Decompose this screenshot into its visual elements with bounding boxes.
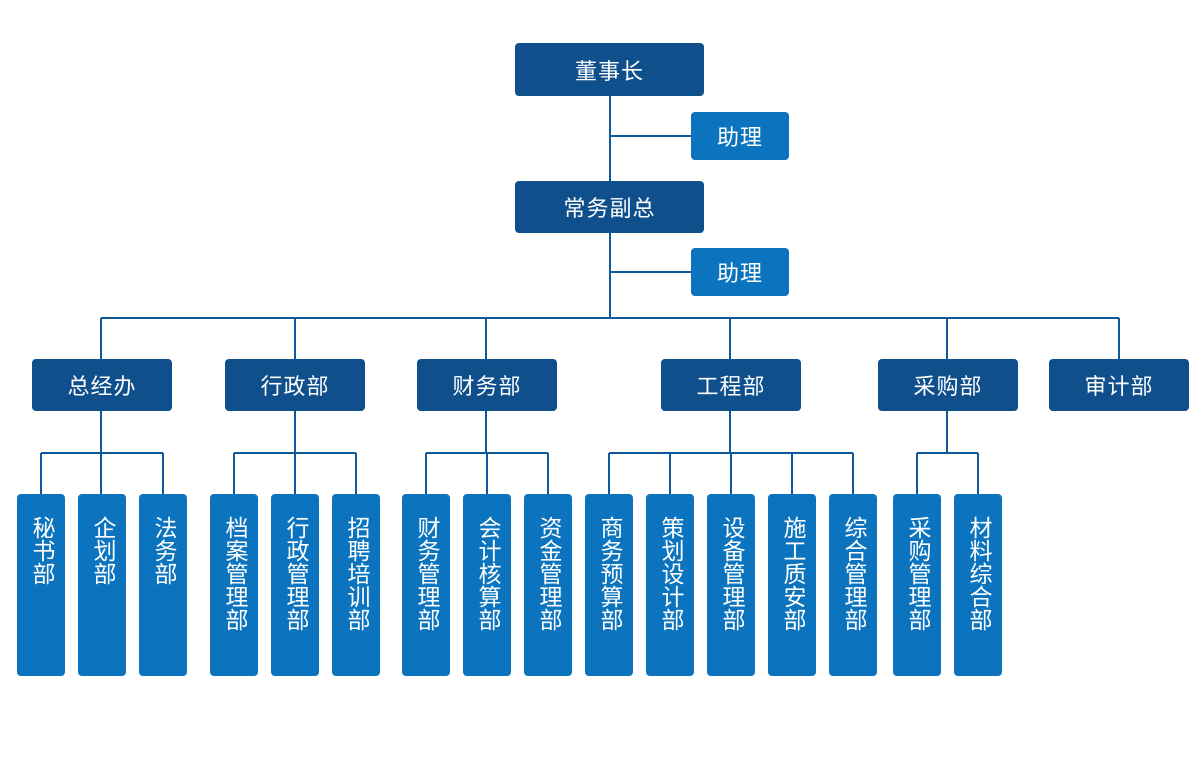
- sub-dept-box: 综合管理部: [829, 494, 877, 676]
- sub-dept-box: 资金管理部: [524, 494, 572, 676]
- sub-dept-box: 施工质安部: [768, 494, 816, 676]
- sub-dept-box: 材料综合部: [954, 494, 1002, 676]
- sub-dept-box: 法务部: [139, 494, 187, 676]
- sub-dept-box: 行政管理部: [271, 494, 319, 676]
- department-box-engineering: 工程部: [661, 359, 801, 411]
- sub-dept-box: 招聘培训部: [332, 494, 380, 676]
- sub-dept-box: 设备管理部: [707, 494, 755, 676]
- sub-dept-box: 企划部: [78, 494, 126, 676]
- sub-dept-box: 会计核算部: [463, 494, 511, 676]
- department-box-finance: 财务部: [417, 359, 557, 411]
- department-box-audit: 审计部: [1049, 359, 1189, 411]
- department-box-general-office: 总经办: [32, 359, 172, 411]
- department-box-procurement: 采购部: [878, 359, 1018, 411]
- sub-dept-box: 秘书部: [17, 494, 65, 676]
- department-box-administration: 行政部: [225, 359, 365, 411]
- assistant-box-1: 助理: [691, 112, 789, 160]
- sub-dept-box: 档案管理部: [210, 494, 258, 676]
- sub-dept-box: 商务预算部: [585, 494, 633, 676]
- chairman-box: 董事长: [515, 43, 704, 96]
- sub-dept-box: 采购管理部: [893, 494, 941, 676]
- assistant-box-2: 助理: [691, 248, 789, 296]
- vp-box: 常务副总: [515, 181, 704, 233]
- sub-dept-box: 策划设计部: [646, 494, 694, 676]
- sub-dept-box: 财务管理部: [402, 494, 450, 676]
